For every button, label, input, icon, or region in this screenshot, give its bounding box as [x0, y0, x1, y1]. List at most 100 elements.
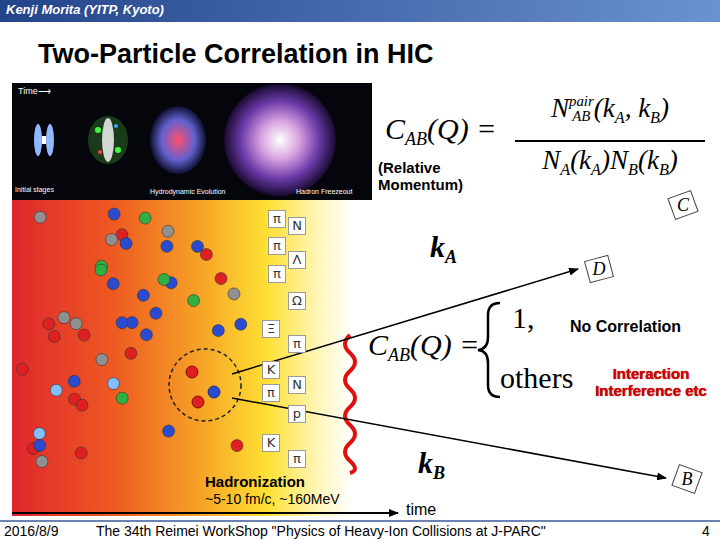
label-text: B: [659, 161, 669, 179]
hadron-dot: [34, 439, 46, 451]
text-line: Kenji Morita (YITP, Kyoto): [6, 3, 164, 17]
hadron-dot: [78, 329, 90, 341]
text-line: 2016/8/9: [4, 524, 59, 538]
particle-tag: Ω: [288, 292, 306, 310]
text-line: The 34th Reimei WorkShop "Physics of Hea…: [96, 524, 546, 538]
label-text: AB: [405, 129, 427, 149]
label-text: 2016/8/9: [4, 523, 59, 539]
hadron-dot: [107, 278, 119, 290]
label-text: ): [669, 145, 678, 175]
hadron-dot: [16, 363, 28, 375]
particle-tag: π: [268, 210, 286, 228]
hadron-dot: [120, 238, 132, 250]
label-text: Initial stages: [15, 186, 54, 193]
text-line: NA(kA)NB(kB): [515, 146, 705, 176]
label-text: pair: [569, 94, 594, 109]
hadron-dot: [116, 392, 128, 404]
text-line: NpairAB(kA, kB): [515, 94, 705, 126]
hadron-dot: [231, 440, 243, 452]
label-text: ~5-10 fm/c, ~160MeV: [205, 491, 340, 507]
text-line: Hadronization: [205, 474, 305, 491]
hadron-dot: [58, 312, 70, 324]
text-line: 1,: [512, 301, 535, 334]
collision-illustration: [34, 84, 336, 196]
particle-tag: p: [288, 405, 306, 423]
hadron-dot: [235, 318, 247, 330]
hadron-dot: [186, 366, 198, 378]
label-text: A: [560, 161, 570, 179]
text-line: Hydrodynamic Evolution: [150, 188, 225, 196]
text-line: Initial stages: [15, 186, 54, 194]
label-text: (k: [594, 93, 615, 123]
label-text: A: [615, 109, 625, 127]
text-line: 4: [702, 524, 710, 538]
detector-box: B: [668, 462, 706, 496]
label-text: (Relative Momentum): [378, 159, 463, 193]
text-line: CAB(Q) =: [385, 112, 496, 145]
detector-label: D: [580, 252, 618, 286]
label-text: Hydrodynamic Evolution: [150, 188, 225, 195]
illustration-strip: [12, 83, 372, 200]
label-text: C: [385, 112, 405, 145]
hadron-dot: [68, 375, 80, 387]
hadron-dot: [106, 234, 118, 246]
label-text: k: [418, 446, 433, 479]
momentum-arrow: [232, 398, 666, 478]
label-text: Hadronization: [205, 473, 305, 490]
hadron-dot: [108, 378, 120, 390]
hadron-dot: [125, 347, 137, 359]
label-text: k: [430, 230, 445, 263]
label-text: AB: [388, 345, 410, 365]
label-text: No Correlation: [570, 318, 681, 335]
detector-label: B: [668, 462, 706, 496]
label-text: ): [660, 93, 669, 123]
hadron-dot: [43, 318, 55, 330]
detector-box: D: [580, 252, 618, 286]
hadron-dot: [116, 317, 128, 329]
hadron-dot: [139, 212, 151, 224]
particle-tag: π: [268, 265, 286, 283]
label-text: N: [542, 145, 560, 175]
hadron-dot: [50, 384, 62, 396]
hadron-dot: [96, 354, 108, 366]
label-text: Time⟶: [18, 86, 51, 96]
hadron-dot: [95, 264, 107, 276]
text-line: CAB(Q) =: [368, 328, 479, 361]
label-text: A: [445, 247, 457, 267]
interaction-wave: [345, 335, 355, 473]
momentum-arrow: [232, 269, 578, 374]
label-text: B: [433, 463, 445, 483]
text-line: No Correlation: [570, 318, 681, 336]
label-text: Interaction Interference etc: [595, 365, 707, 399]
text-line: (Relative Momentum): [378, 160, 498, 193]
hadron-dot: [192, 240, 204, 252]
hadron-dot: [215, 273, 227, 285]
hadron-dot: [163, 425, 175, 437]
label-text: (k: [638, 145, 659, 175]
label-text: AB: [569, 109, 594, 124]
text-line: kB: [418, 446, 445, 479]
hadron-dot: [75, 447, 87, 459]
hadron-dots: [16, 208, 247, 468]
particle-tag: π: [268, 237, 286, 255]
footer-rule: [0, 520, 720, 522]
header-bar: [0, 0, 720, 22]
label-text: (Q) =: [410, 328, 479, 361]
time-arrow: [12, 512, 398, 514]
text-line: ~5-10 fm/c, ~160MeV: [205, 492, 340, 507]
label-text: C: [368, 328, 388, 361]
hadron-dot: [36, 456, 48, 468]
label-text: B: [628, 161, 638, 179]
particle-tag: Ξ: [262, 320, 280, 338]
particle-tag: N: [288, 376, 306, 394]
label-text: The 34th Reimei WorkShop "Physics of Hea…: [96, 523, 546, 539]
label-text: A: [591, 161, 601, 179]
hadron-dot: [192, 396, 204, 408]
hadron-dot: [76, 399, 88, 411]
label-text: (Q) =: [427, 112, 496, 145]
hadron-dot: [150, 307, 162, 319]
text-line: Interaction Interference etc: [594, 366, 708, 399]
label-text: , k: [625, 93, 650, 123]
fireball-region: [12, 200, 352, 516]
text-line: Time⟶: [18, 87, 51, 97]
